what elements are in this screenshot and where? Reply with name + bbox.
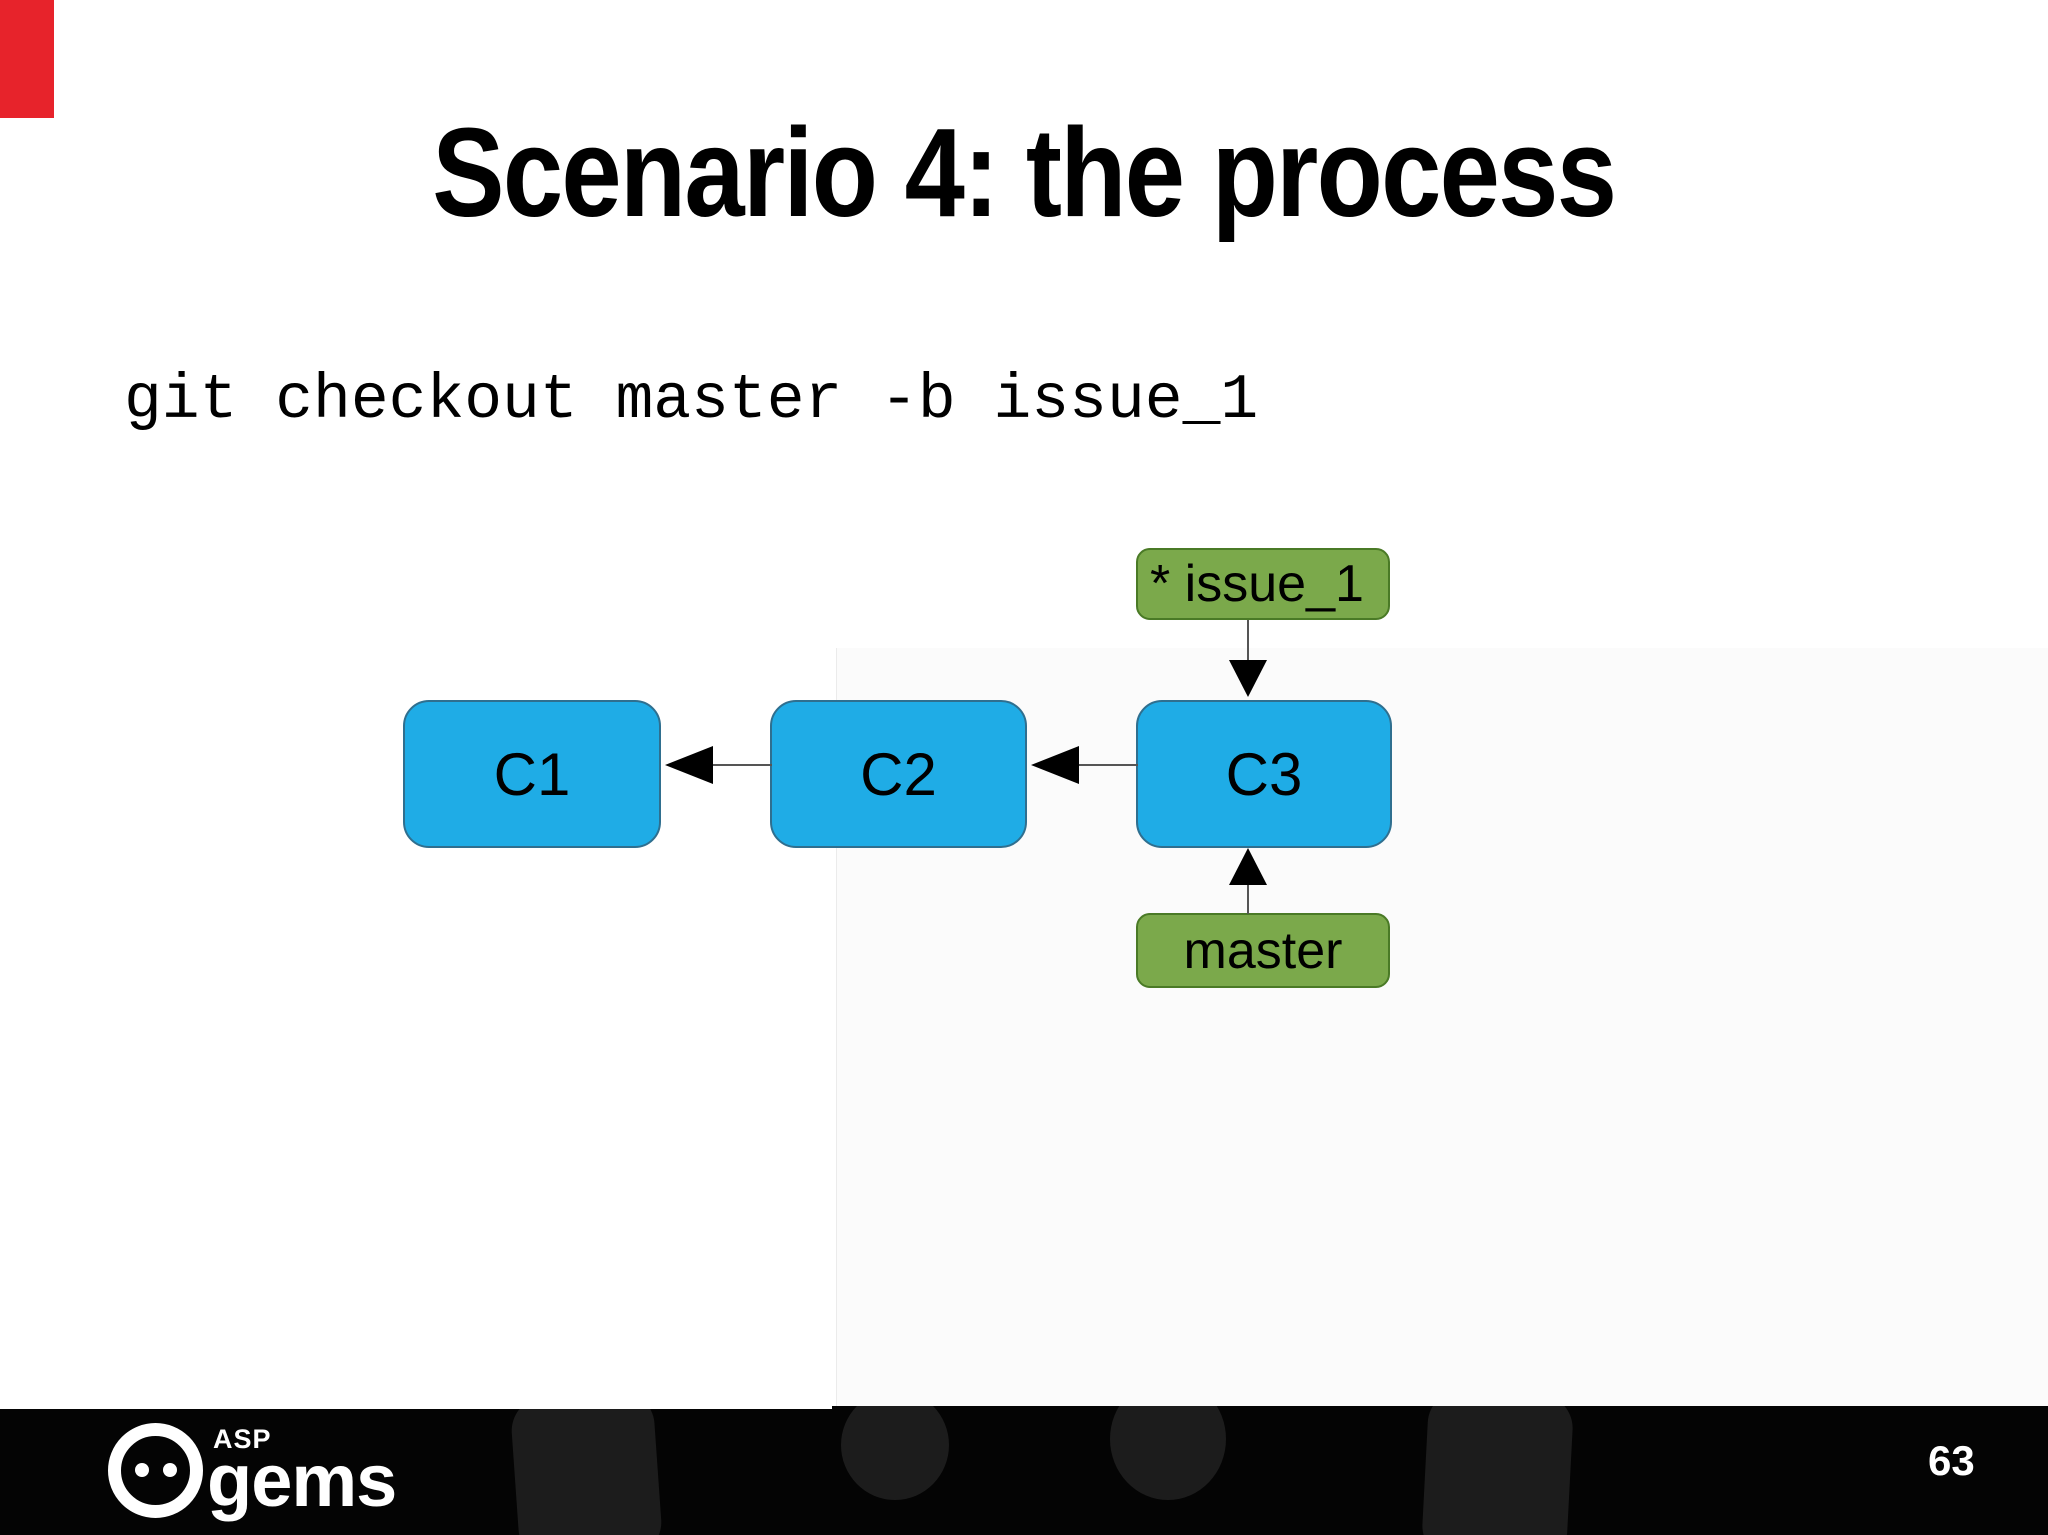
git-command-text: git checkout master -b issue_1 [124,365,1259,436]
commit-label: C2 [860,740,937,808]
footer-decor-shape [1420,1406,1575,1535]
arrow-line-c2-to-c1 [712,764,772,766]
logo-asp-text: ASP [213,1424,272,1454]
page-title-text: Scenario 4: the process [432,102,1618,243]
commit-label: C3 [1225,740,1303,808]
footer-bar: ASP gems 63 [0,1406,2048,1535]
page-title: Scenario 4: the process [0,102,2048,243]
footer-decor-shape [1110,1406,1226,1500]
commit-label: C1 [493,740,571,808]
red-marker-bar [0,0,54,118]
branch-label-text: * issue_1 [1150,555,1364,613]
arrowhead-up-icon [1229,848,1267,885]
arrowhead-left-icon [1031,746,1079,784]
commit-node-c2: C2 [770,700,1027,848]
branch-label-master: master [1136,913,1390,988]
logo-eye-icon [163,1463,177,1477]
page-number: 63 [1928,1437,1975,1484]
footer-decor-shape [841,1406,949,1500]
branch-label-issue1: * issue_1 [1136,548,1390,620]
arrowhead-down-icon [1229,660,1267,697]
arrow-line-master-to-c3 [1247,882,1249,914]
arrow-line-issue1-to-c3 [1247,620,1249,662]
logo-eye-icon [135,1463,149,1477]
commit-node-c3: C3 [1136,700,1392,848]
branch-label-text: master [1183,921,1343,980]
logo-gems-text: gems [207,1439,397,1522]
commit-node-c1: C1 [403,700,661,848]
arrowhead-left-icon [665,746,713,784]
aspgems-smiley-logo-icon [108,1423,203,1518]
footer-edge-step [0,1406,832,1409]
arrow-line-c3-to-c2 [1078,764,1138,766]
footer-decor-shape [509,1406,664,1535]
